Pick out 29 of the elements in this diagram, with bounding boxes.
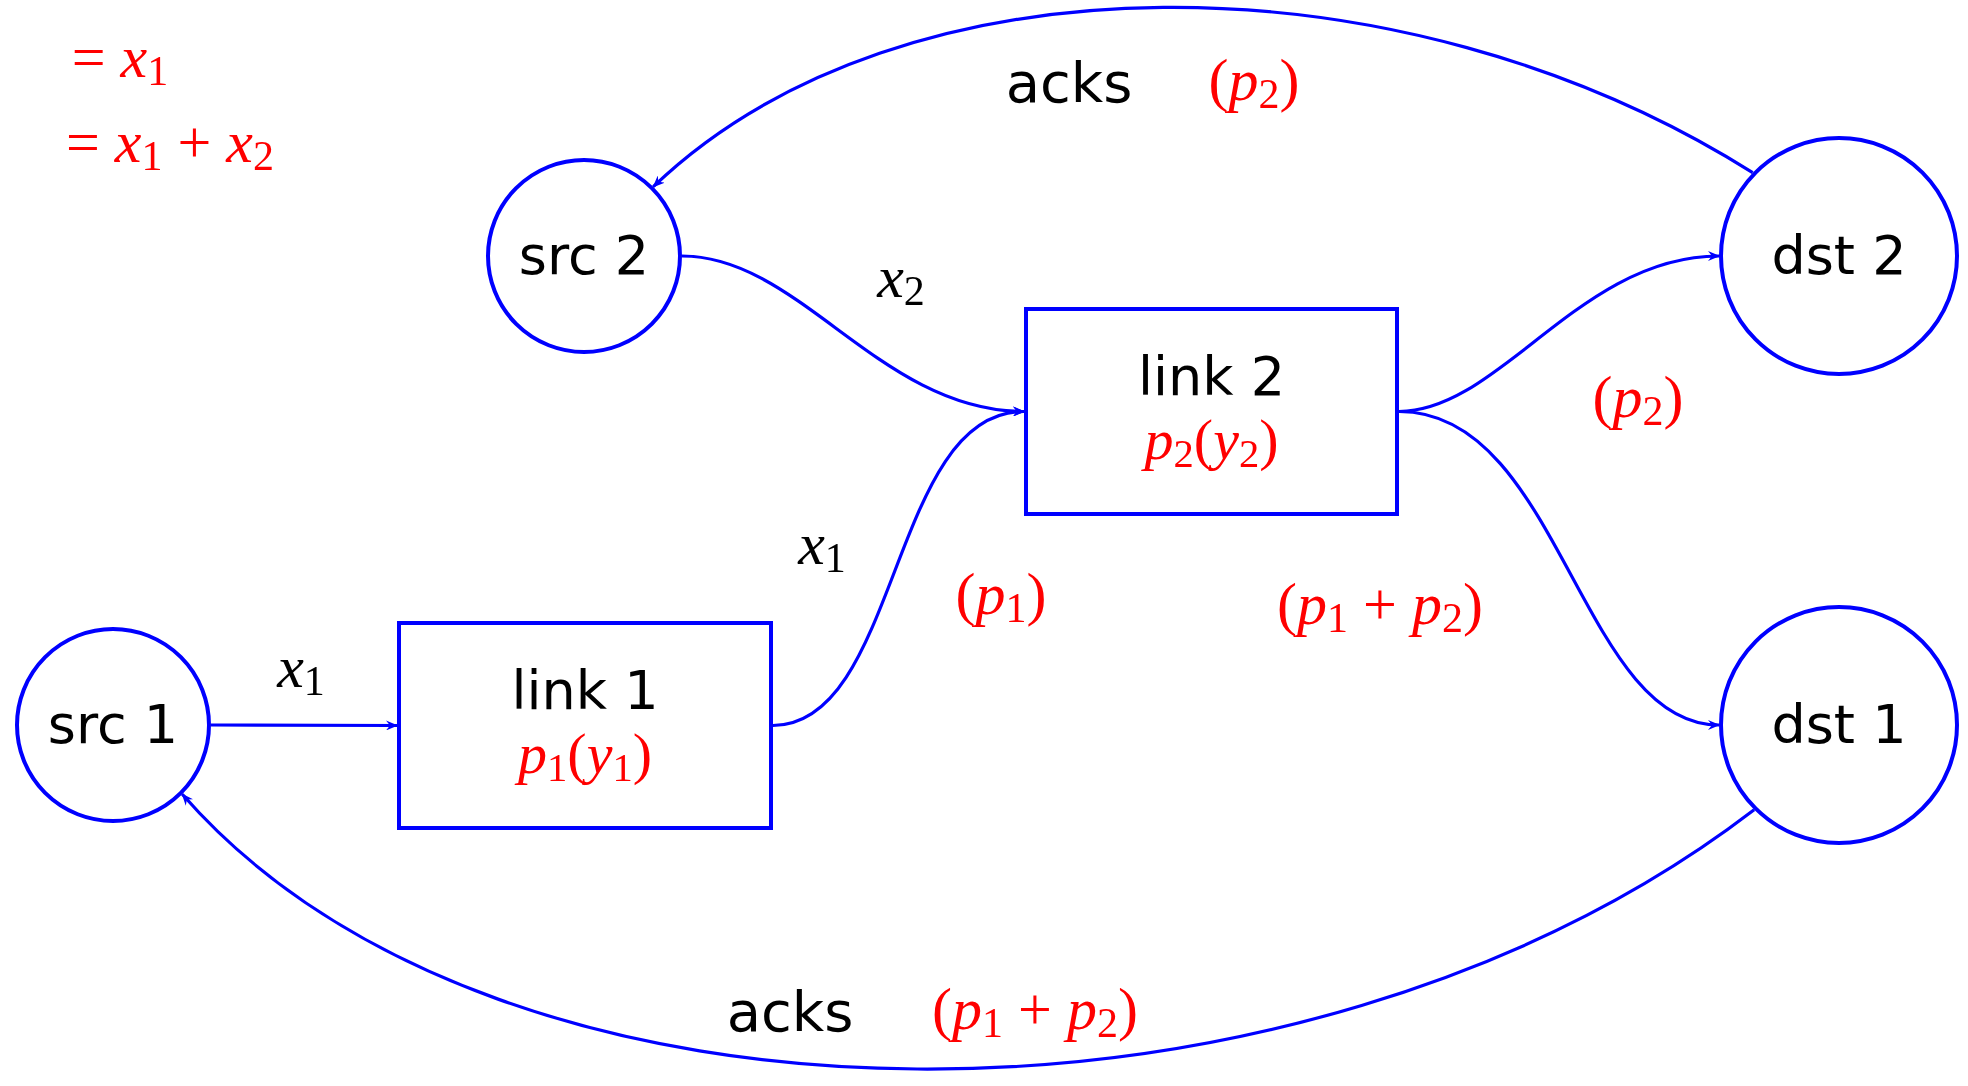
formula-label: = x$_{1}$	[71, 22, 169, 96]
node-label: src 2	[518, 224, 650, 288]
edge-label: x$_{1}$	[798, 509, 846, 583]
edge-label: (p$_{1}$ + p$_{2}$)	[1277, 569, 1483, 643]
arrow	[1398, 409, 1720, 728]
circle-node	[486, 158, 682, 354]
node-label: src 1	[47, 693, 179, 757]
node-label: link 2	[1138, 346, 1285, 409]
formula-label: (p$_{1}$)	[955, 559, 1047, 633]
circle-node	[15, 627, 211, 823]
node-label: link 1	[511, 660, 659, 723]
edge-label: acks	[726, 978, 854, 1044]
edge-label: x$_{2}$	[877, 242, 925, 316]
edge-label: x$_{1}$	[277, 632, 325, 706]
formula-label: (p$_{1}$ + p$_{2}$)	[932, 974, 1138, 1048]
formula-label: = x$_{1}$ + x$_{2}$	[66, 107, 274, 181]
edge-label: acks	[1005, 49, 1133, 115]
arrow	[181, 793, 1756, 1071]
circle-node	[1719, 136, 1959, 376]
edge-label: (p$_{2}$)	[1592, 362, 1684, 436]
node-label: dst 2	[1771, 224, 1907, 288]
process-box	[397, 621, 773, 830]
arrow	[681, 254, 1025, 416]
arrow	[652, 5, 1754, 188]
process-box	[1024, 307, 1399, 516]
formula-label: (p$_{2}$)	[1208, 45, 1300, 119]
node-label: dst 1	[1771, 693, 1907, 757]
arrow	[211, 720, 398, 731]
circle-node	[1719, 605, 1959, 845]
